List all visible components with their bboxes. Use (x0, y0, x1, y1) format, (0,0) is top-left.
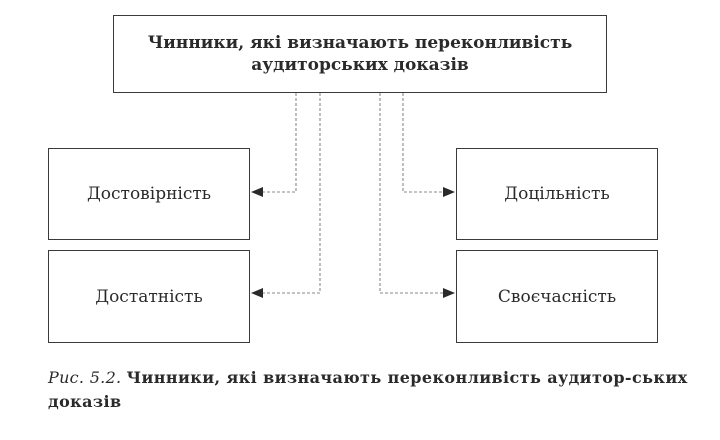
caption-prefix: Рис. 5.2. (48, 368, 122, 387)
arrowhead-right-2 (443, 288, 455, 298)
connector-svoechasnist (379, 93, 444, 294)
arrowhead-right-1 (443, 187, 455, 197)
caption-text: Чинники, які визначають переконливість а… (48, 368, 688, 411)
arrowhead-left-1 (251, 187, 263, 197)
factor-box-dostatnist: Достатність (48, 250, 250, 343)
figure-caption: Рис. 5.2. Чинники, які визначають переко… (48, 366, 698, 414)
connector-dostovirnist (262, 93, 297, 193)
root-title-line-2: аудиторських доказів (251, 55, 469, 75)
root-title-line-1: Чинники, які визначають переконливість (147, 33, 573, 53)
root-factors-box: Чинники, які визначають переконливість а… (113, 15, 607, 93)
factor-box-dostovirnist: Достовірність (48, 148, 250, 240)
factor-label: Своєчасність (497, 286, 617, 307)
factor-label: Достатність (95, 286, 203, 307)
factor-label: Доцільність (504, 184, 610, 204)
factor-box-dotsilnist: Доцільність (456, 148, 658, 240)
connector-dostatnist (262, 93, 321, 294)
factor-box-svoechasnist: Своєчасність (456, 250, 658, 343)
factor-label: Достовірність (86, 184, 212, 204)
arrowhead-left-2 (251, 288, 263, 298)
connector-dotsilnist (402, 93, 444, 193)
